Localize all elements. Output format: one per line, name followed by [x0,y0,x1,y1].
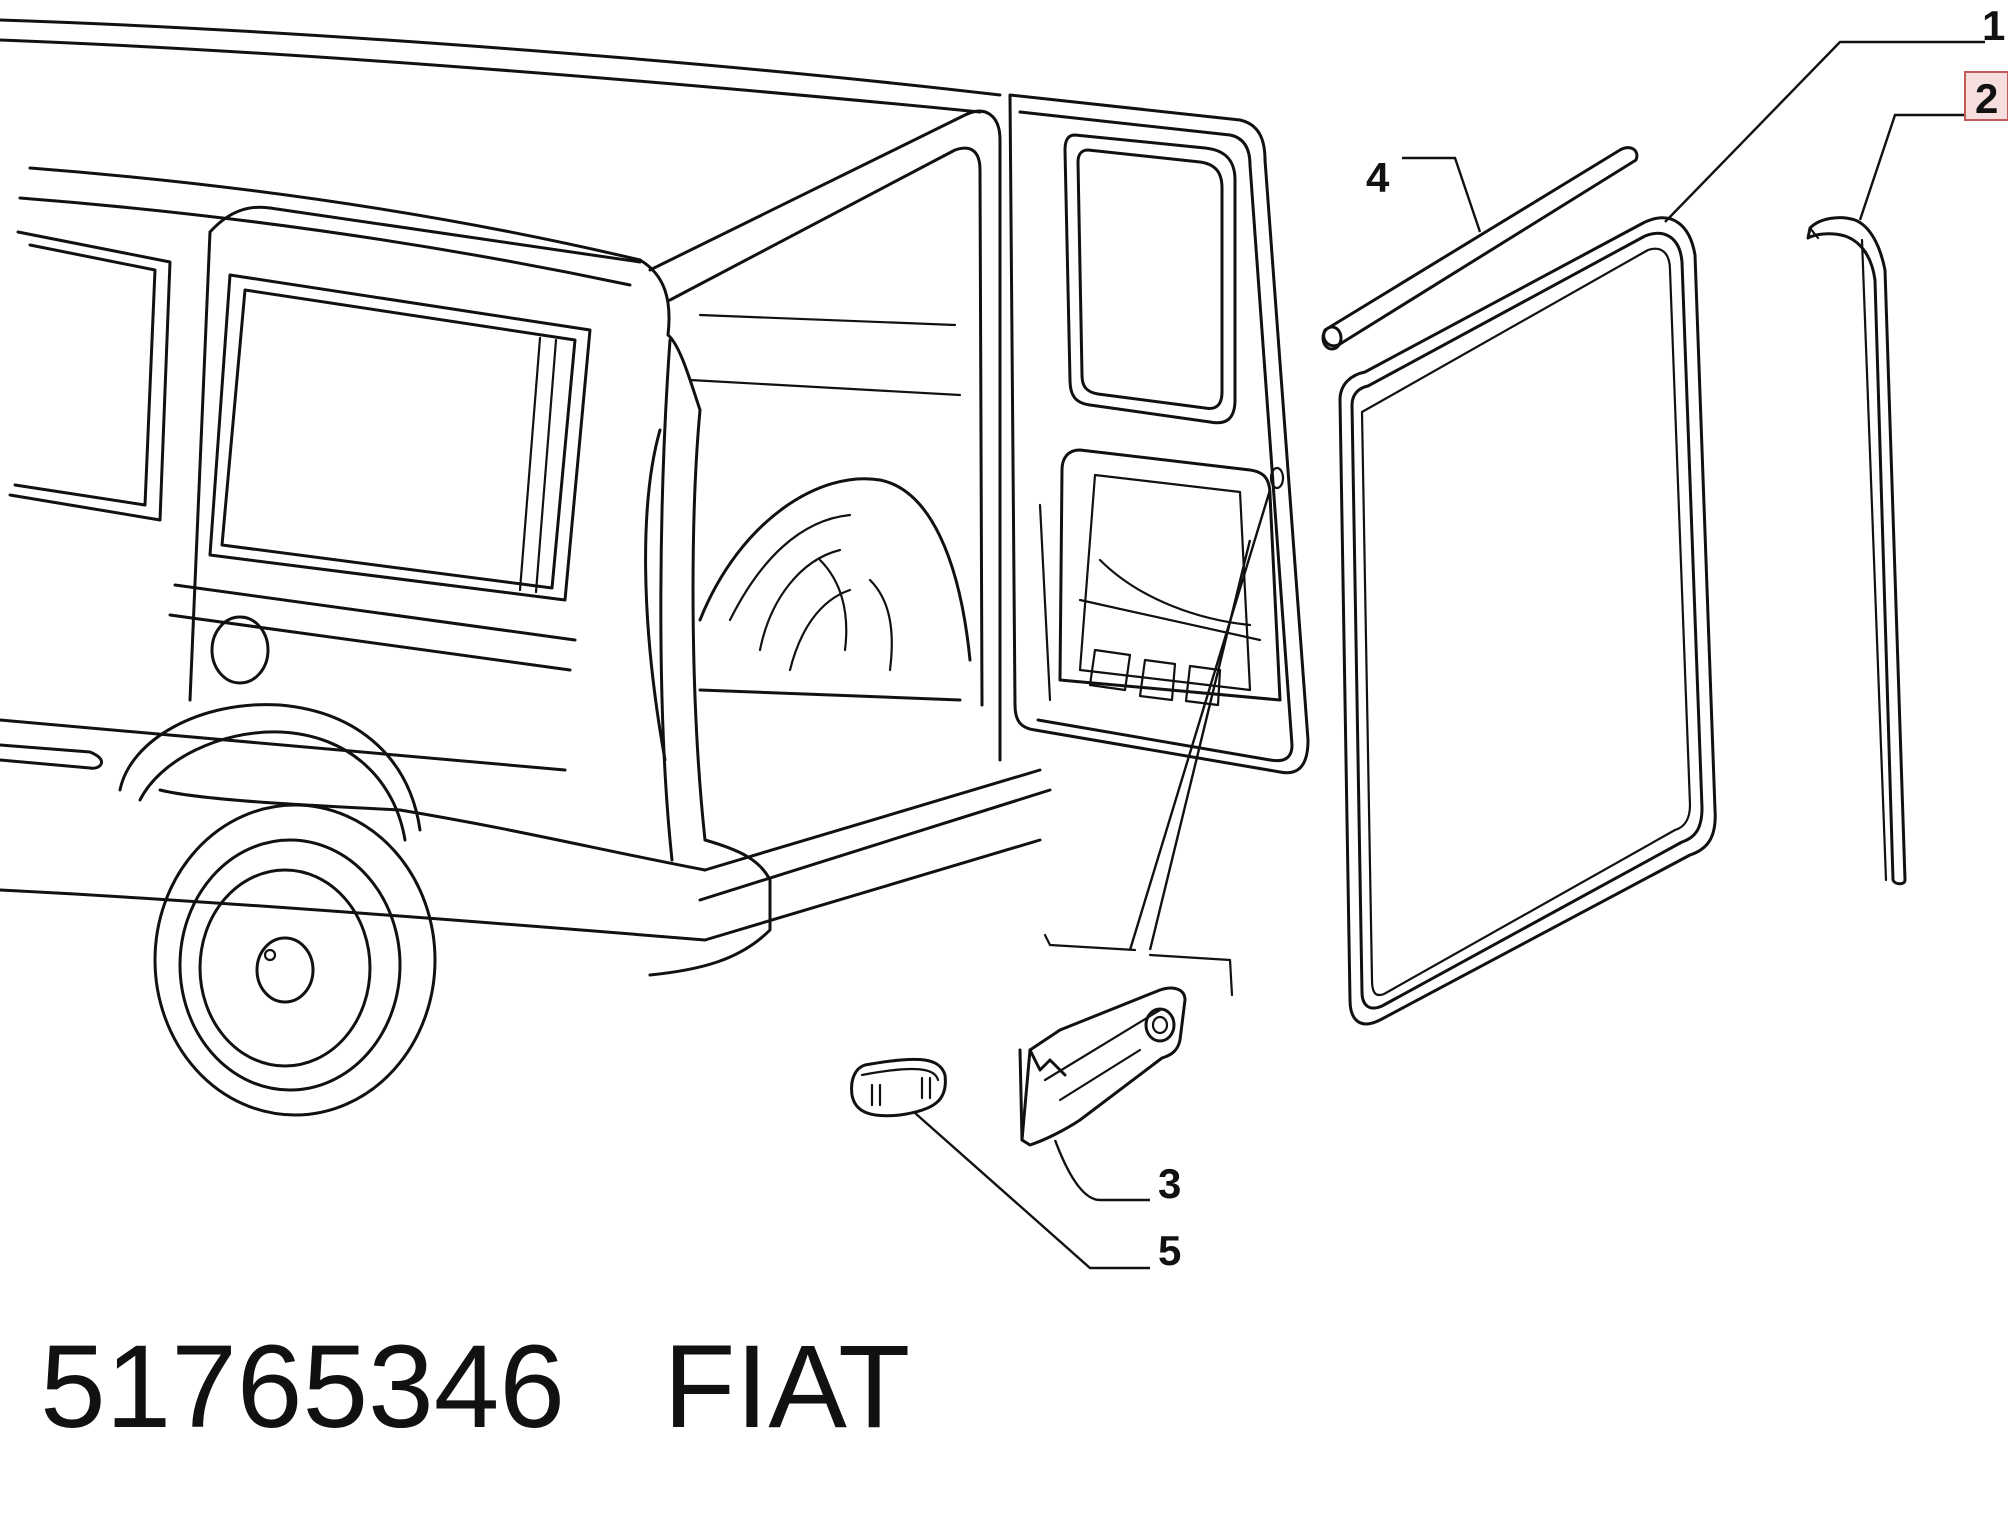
callout-1[interactable]: 1 [1982,2,2005,49]
callout-4[interactable]: 4 [1366,154,1390,201]
callout-5[interactable]: 5 [1158,1227,1181,1274]
callout-3[interactable]: 3 [1158,1160,1181,1207]
rod-part-4 [1321,146,1639,351]
caption-spacer [565,1321,663,1453]
callout-labels: 1 2 4 3 5 [1158,2,2008,1274]
part-number: 51765346 [40,1321,566,1453]
plug-part-5 [850,1057,947,1118]
side-strip-part-2 [1806,216,1907,886]
handle-part-3 [1018,986,1187,1147]
callout-2[interactable]: 2 [1975,75,1998,122]
part-caption: 51765346 FIAT [40,1328,910,1446]
brand-name: FIAT [663,1321,911,1453]
door-seal-part-1 [1338,216,1717,1026]
callout-2-highlight [1964,71,2008,121]
callout-leaders [914,40,1985,1270]
van-body-illustration [0,18,1310,1117]
